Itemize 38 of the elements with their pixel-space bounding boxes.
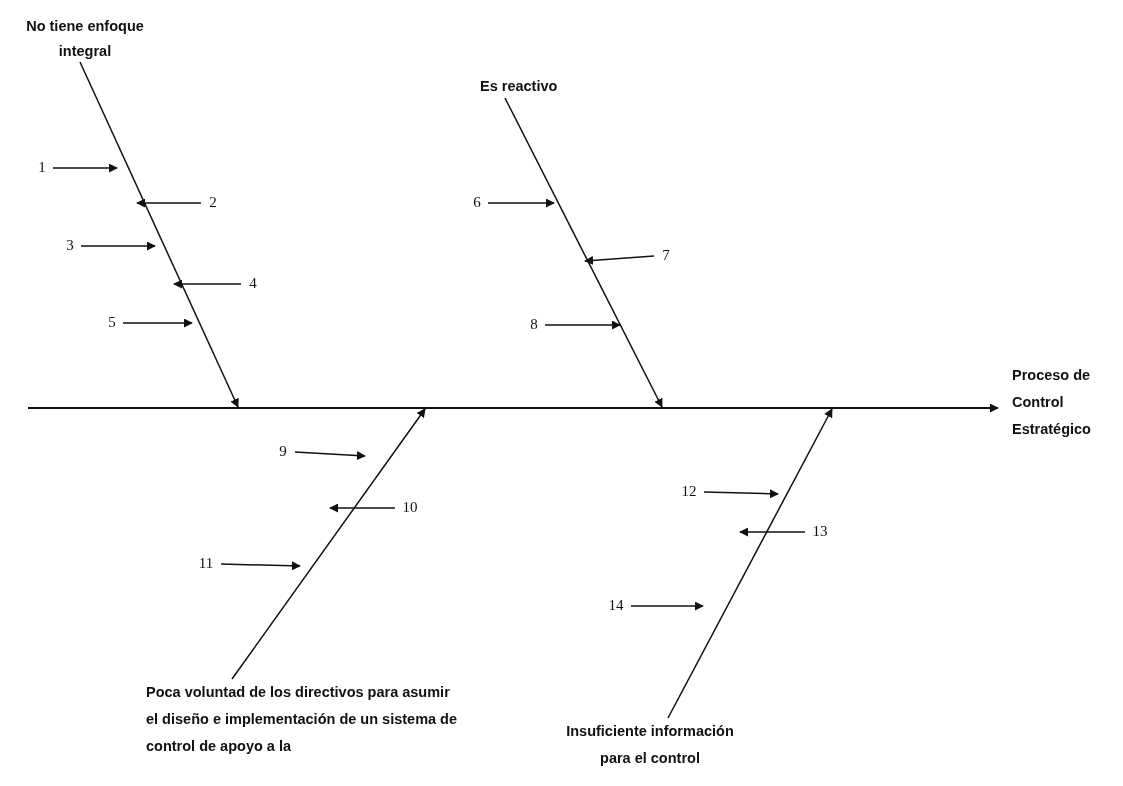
cause-label: No tiene enfoque integral xyxy=(0,14,170,65)
arrow xyxy=(544,320,621,330)
callout-number: 4 xyxy=(244,274,262,294)
cause-label: Poca voluntad de los directivos para asumir el diseño e implementación de un sistema de control de apoyo a la xyxy=(146,679,464,760)
callout-number: 14 xyxy=(604,596,628,616)
arrow xyxy=(136,198,202,208)
callout-number: 3 xyxy=(62,236,78,256)
cause-label: Es reactivo xyxy=(480,76,570,97)
arrow xyxy=(173,279,242,289)
arrow xyxy=(739,527,806,537)
callout-number: 12 xyxy=(677,482,701,502)
callout-number: 2 xyxy=(204,193,222,213)
callout-number: 7 xyxy=(657,246,675,266)
callout-number: 6 xyxy=(469,193,485,213)
cause-label: Insuficiente información para el control xyxy=(552,718,748,772)
arrow xyxy=(667,408,833,719)
callout-number: 10 xyxy=(398,498,422,518)
arrow xyxy=(27,403,999,413)
callout-number: 13 xyxy=(808,522,832,542)
arrow xyxy=(630,601,704,611)
arrow xyxy=(231,408,426,680)
arrow xyxy=(487,198,555,208)
callout-number: 9 xyxy=(274,442,292,462)
effect-label: Proceso de Control Estratégico xyxy=(1012,362,1118,443)
arrow xyxy=(584,255,655,265)
arrow xyxy=(122,318,193,328)
callout-number: 5 xyxy=(104,313,120,333)
arrow xyxy=(220,561,301,571)
arrow xyxy=(80,241,156,251)
arrow xyxy=(79,61,239,408)
arrow xyxy=(52,163,118,173)
callout-number: 11 xyxy=(194,554,218,574)
callout-number: 8 xyxy=(526,315,542,335)
callout-number: 1 xyxy=(34,158,50,178)
arrow xyxy=(504,97,663,408)
arrow xyxy=(294,451,366,461)
arrow xyxy=(329,503,396,513)
arrow xyxy=(703,489,779,499)
